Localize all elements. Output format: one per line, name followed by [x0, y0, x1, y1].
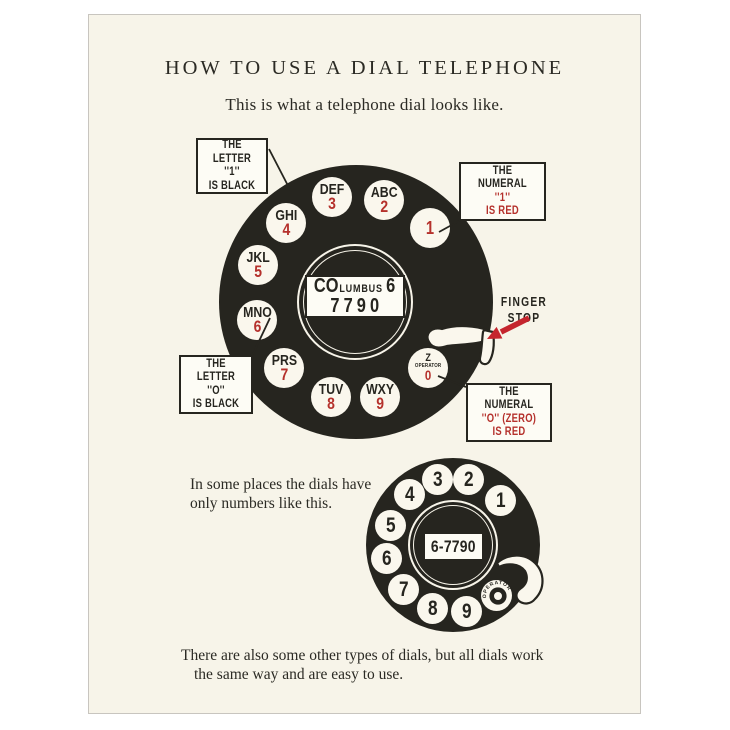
subtitle: This is what a telephone dial looks like…	[225, 95, 504, 114]
hole-number: 6	[381, 546, 392, 570]
finger-stop-label: FINGER STOP	[495, 294, 552, 326]
finger-stop-label-line1: FINGER	[500, 295, 548, 309]
callout-line: ''1''	[224, 166, 240, 178]
hole-number: 4	[282, 220, 290, 239]
dial-hole-6: MNO 6	[237, 300, 277, 340]
exchange-name: CO LUMBUS 6	[314, 275, 396, 297]
callout-line: IS BLACK	[192, 398, 240, 410]
callout-line: IS BLACK	[208, 179, 256, 192]
exchange-rest: LUMBUS	[339, 283, 384, 295]
dial-hole-operator: Z OPERATOR 0	[408, 348, 448, 388]
hole-letters: JKL	[246, 249, 270, 266]
footer-line1: There are also some other types of dials…	[181, 647, 544, 664]
callout-numeral-zero: THE NUMERAL ''O'' (ZERO) IS RED	[466, 383, 552, 442]
dial-hole-8: TUV 8	[311, 377, 351, 417]
callout-line: THE NUMERAL	[484, 385, 534, 412]
small-dial-hole-2: 2	[453, 464, 484, 495]
hole-number: 5	[385, 513, 396, 537]
poster: HOW TO USE A DIAL TELEPHONE This is what…	[88, 14, 641, 714]
hole-number: 3	[328, 194, 336, 213]
hole-letters: TUV	[318, 381, 344, 398]
operator-number: 0	[424, 367, 432, 383]
small-dial-hole-8: 8	[417, 593, 448, 624]
hole-number: 1	[425, 218, 435, 238]
callout-line: ''O'' (ZERO)	[481, 412, 537, 425]
dial-hole-5: JKL 5	[238, 245, 278, 285]
small-dial-hole-5: 5	[375, 510, 406, 541]
hole-number: 2	[463, 467, 474, 491]
small-dial-hole-6: 6	[371, 543, 402, 574]
small-dial-hole-3: 3	[422, 464, 453, 495]
dial-hole-2: ABC 2	[364, 180, 404, 220]
callout-line: IS RED	[492, 426, 526, 438]
small-dial-hole-operator	[481, 580, 512, 611]
exchange-digit: 6	[386, 275, 396, 297]
hole-number: 7	[398, 577, 409, 601]
small-dial-hole-4: 4	[394, 479, 425, 510]
middle-line2: only numbers like this.	[190, 494, 333, 512]
operator-word: OPERATOR	[414, 363, 442, 369]
hole-letters: WXY	[365, 381, 395, 398]
callout-line: ''1''	[494, 191, 511, 204]
callout-letter-one: THE LETTER ''1'' IS BLACK	[196, 138, 268, 194]
hole-letters: DEF	[319, 181, 345, 198]
hole-number: 4	[404, 482, 415, 506]
hole-number: 7	[280, 365, 288, 384]
hole-number: 2	[380, 197, 388, 216]
hole-letters: GHI	[275, 207, 297, 224]
small-phone-number: 6-7790	[431, 536, 476, 556]
hole-number: 8	[427, 596, 438, 620]
exchange-prefix: CO	[314, 275, 339, 297]
callout-numeral-one: THE NUMERAL ''1'' IS RED	[459, 162, 546, 221]
hole-number: 9	[376, 394, 384, 413]
callout-line: THE LETTER	[196, 357, 236, 384]
small-dial-hole-7: 7	[388, 574, 419, 605]
main-dial-number-plate: CO LUMBUS 6 7790	[305, 275, 405, 318]
small-dial-hole-9: 9	[451, 596, 482, 627]
operator-letter-z: Z	[425, 352, 431, 364]
dial-hole-4: GHI 4	[266, 203, 306, 243]
small-dial-inner-ring	[413, 505, 493, 585]
hole-number: 5	[254, 262, 262, 281]
middle-paragraph: In some places the dials have only numbe…	[190, 476, 371, 513]
callout-line: ''O''	[207, 384, 225, 397]
middle-line1: In some places the dials have	[190, 476, 372, 493]
main-dial-outer-ring	[297, 244, 413, 360]
dial-hole-1: 1	[410, 208, 450, 248]
hole-number: 8	[327, 394, 335, 413]
page-title: HOW TO USE A DIAL TELEPHONE	[164, 57, 565, 79]
hole-number: 9	[461, 599, 472, 623]
footer-paragraph: There are also some other types of dials…	[181, 647, 543, 684]
main-dial-inner-ring	[303, 250, 407, 354]
small-dial-outer-ring	[408, 500, 498, 590]
small-dial-number-plate: 6-7790	[423, 532, 484, 561]
hole-letters: MNO	[242, 304, 272, 321]
phone-number: 7790	[330, 295, 384, 317]
small-dial-hole-1: 1	[485, 485, 516, 516]
dial-hole-3: DEF 3	[312, 177, 352, 217]
hole-number: 3	[432, 467, 443, 491]
footer-line2: the same way and are easy to use.	[194, 665, 404, 683]
hole-letters: PRS	[271, 352, 297, 369]
finger-stop-label-line2: STOP	[507, 311, 541, 325]
callout-line: THE NUMERAL	[478, 164, 527, 191]
dial-hole-7: PRS 7	[264, 348, 304, 388]
hole-number: 6	[253, 317, 261, 336]
hole-number: 1	[495, 488, 506, 512]
hole-letters: ABC	[370, 184, 398, 201]
callout-line: THE LETTER	[212, 139, 252, 165]
callout-letter-o: THE LETTER ''O'' IS BLACK	[179, 355, 253, 414]
dial-hole-9: WXY 9	[360, 377, 400, 417]
callout-line: IS RED	[486, 205, 519, 217]
